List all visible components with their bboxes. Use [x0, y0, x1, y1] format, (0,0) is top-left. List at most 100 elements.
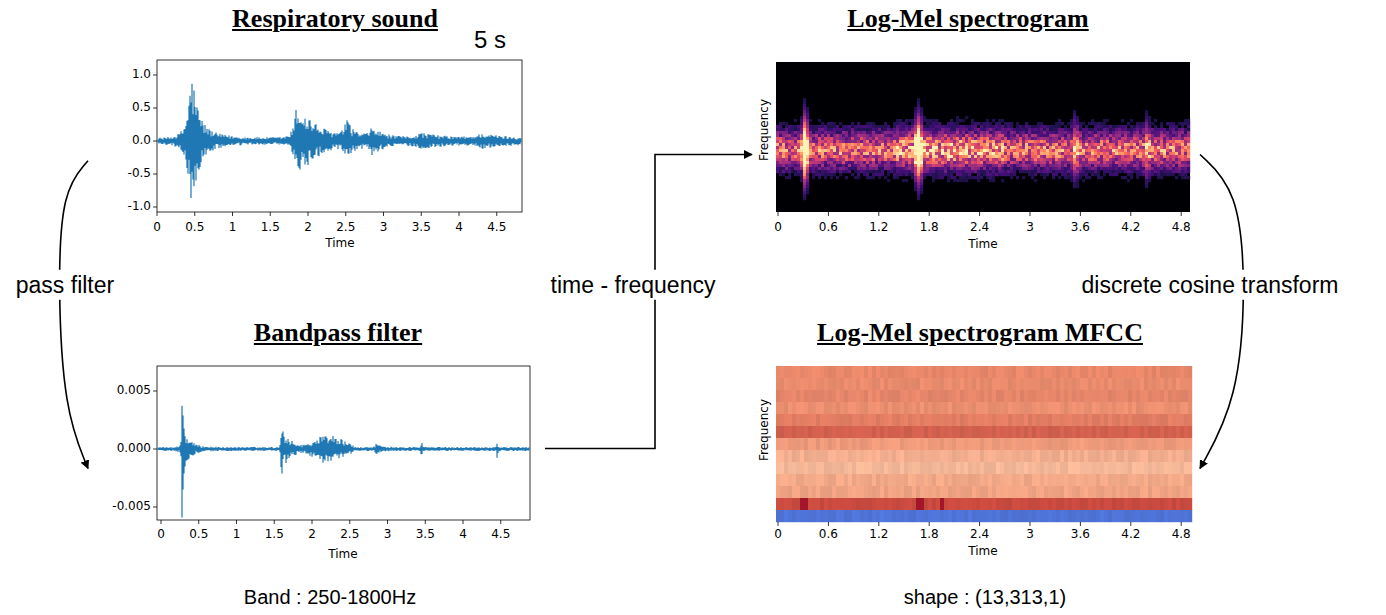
spectrogram-cell: [908, 125, 911, 128]
spectrogram-cell: [1028, 167, 1031, 170]
spectrogram-cell: [974, 125, 977, 128]
spectrogram-cell: [1043, 173, 1046, 176]
spectrogram-cell: [908, 140, 911, 143]
spectrogram-cell: [905, 164, 908, 167]
spectrogram-cell: [872, 137, 875, 140]
spectrogram-cell: [1052, 125, 1055, 128]
spectrogram-cell: [845, 158, 848, 161]
spectrogram-cell: [986, 125, 989, 128]
spectrogram-cell: [917, 116, 920, 119]
spectrogram-cell: [881, 152, 884, 155]
spectrogram-cell: [1052, 170, 1055, 173]
tick-mark: [387, 520, 388, 524]
spectrogram-cell: [1028, 131, 1031, 134]
spectrogram-cell: [1052, 176, 1055, 179]
spectrogram-cell: [1013, 146, 1016, 149]
spectrogram-cell: [938, 137, 941, 140]
spectrogram-cell: [839, 155, 842, 158]
spectrogram-cell: [1061, 158, 1064, 161]
spectrogram-cell: [938, 143, 941, 146]
spectrogram-cell: [776, 131, 779, 134]
spectrogram-cell: [1085, 140, 1088, 143]
spectrogram-cell: [1001, 119, 1004, 122]
spectrogram-cell: [794, 131, 797, 134]
spectrogram-cell: [989, 173, 992, 176]
spectrogram-cell: [800, 119, 803, 122]
spectrogram-cell: [857, 131, 860, 134]
spectrogram-cell: [842, 164, 845, 167]
spectrogram-cell: [1013, 158, 1016, 161]
spectrogram-cell: [1037, 161, 1040, 164]
spectrogram-cell: [1085, 152, 1088, 155]
spectrogram-cell: [827, 173, 830, 176]
spectrogram-cell: [1040, 122, 1043, 125]
spectrogram-cell: [959, 170, 962, 173]
spectrogram-cell: [1073, 158, 1076, 161]
spectrogram-cell: [923, 149, 926, 152]
spectrogram-cell: [962, 140, 965, 143]
spectrogram-cell: [944, 134, 947, 137]
spectrogram-cell: [917, 161, 920, 164]
spectrogram-cell: [815, 170, 818, 173]
spectrogram-cell: [800, 128, 803, 131]
spectrogram-cell: [1082, 161, 1085, 164]
spectrogram-cell: [1079, 131, 1082, 134]
spectrogram-cell: [983, 137, 986, 140]
spectrogram-cell: [872, 149, 875, 152]
spectrogram-cell: [830, 140, 833, 143]
spectrogram-cell: [1073, 179, 1076, 182]
spectrogram-cell: [782, 152, 785, 155]
spectrogram-cell: [947, 143, 950, 146]
spectrogram-cell: [788, 161, 791, 164]
spectrogram-cell: [1013, 143, 1016, 146]
spectrogram-cell: [950, 143, 953, 146]
spectrogram-cell: [1043, 176, 1046, 179]
spectrogram-cell: [848, 131, 851, 134]
spectrogram-cell: [893, 146, 896, 149]
tick-mark: [308, 212, 309, 216]
spectrogram-cell: [1010, 146, 1013, 149]
spectrogram-cell: [950, 128, 953, 131]
spectrogram-cell: [1064, 140, 1067, 143]
spectrogram-cell: [872, 152, 875, 155]
spectrogram-cell: [911, 134, 914, 137]
spectrogram-cell: [968, 131, 971, 134]
spectrogram-cell: [998, 137, 1001, 140]
spectrogram-cell: [806, 152, 809, 155]
spectrogram-cell: [866, 146, 869, 149]
spectrogram-cell: [872, 134, 875, 137]
spectrogram-cell: [842, 158, 845, 161]
spectrogram-cell: [803, 188, 806, 191]
spectrogram-cell: [920, 182, 923, 185]
spectrogram-cell: [1082, 146, 1085, 149]
spectrogram-cell: [920, 176, 923, 179]
spectrogram-cell: [956, 158, 959, 161]
spectrogram-cell: [914, 152, 917, 155]
spectrogram-cell: [896, 164, 899, 167]
spectrogram-cell: [782, 167, 785, 170]
spectrogram-cell: [806, 143, 809, 146]
spectrogram-cell: [1022, 140, 1025, 143]
spectrogram-cell: [962, 128, 965, 131]
spectrogram-cell: [842, 125, 845, 128]
spectrogram-cell: [959, 143, 962, 146]
spectrogram-cell: [1052, 131, 1055, 134]
spectrogram-cell: [890, 143, 893, 146]
spectrogram-cell: [914, 167, 917, 170]
spectrogram-cell: [980, 155, 983, 158]
spectrogram-cell: [1073, 170, 1076, 173]
spectrogram-cell: [872, 176, 875, 179]
spectrogram-cell: [920, 170, 923, 173]
spectrogram-cell: [836, 128, 839, 131]
spectrogram-cell: [866, 134, 869, 137]
spectrogram-cell: [1079, 140, 1082, 143]
spectrogram-cell: [989, 152, 992, 155]
spectrogram-cell: [815, 167, 818, 170]
spectrogram-cell: [941, 164, 944, 167]
spectrogram-cell: [875, 149, 878, 152]
spectrogram-cell: [1055, 170, 1058, 173]
spectrogram-cell: [857, 158, 860, 161]
spectrogram-cell: [962, 137, 965, 140]
spectrogram-cell: [1040, 158, 1043, 161]
